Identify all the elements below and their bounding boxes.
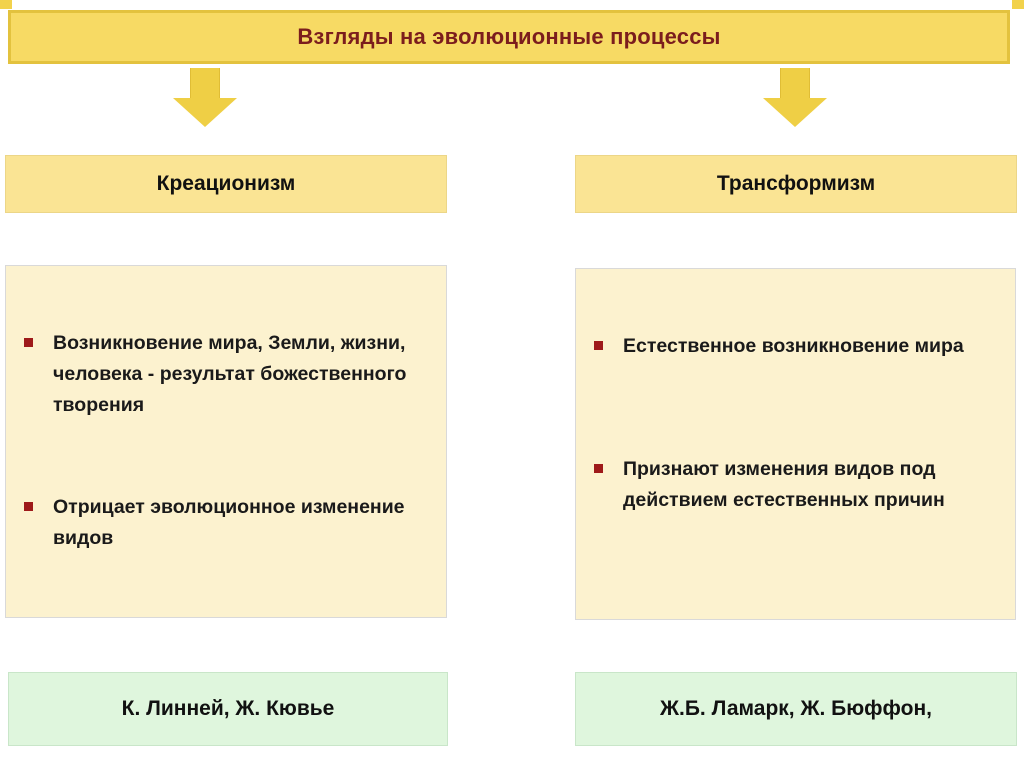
scientists-label: К. Линней, Ж. Кювье [121,697,335,720]
arrow-stem [190,68,220,98]
decor-corner-left [0,0,12,9]
bullet-text: Признают изменения видов под действием е… [623,458,945,512]
footer-box-creationism-scientists: К. Линней, Ж. Кювье [8,672,448,746]
bullet-square-icon [594,464,603,474]
scientists-label: Ж.Б. Ламарк, Ж. Бюффон, [660,697,932,720]
list-item: Признают изменения видов под действием е… [594,454,989,516]
bullet-square-icon [24,338,33,347]
bullet-square-icon [594,341,603,350]
content-box-transformism: Естественное возникновение мира Признают… [575,268,1016,620]
column-header-label: Трансформизм [716,172,876,195]
down-arrow-icon [173,68,237,128]
bullet-square-icon [24,501,33,511]
list-item: Возникновение мира, Земли, жизни, челове… [24,328,420,422]
page-title: Взгляды на эволюционные процессы [297,24,721,49]
bullet-text: Отрицает эволюционное изменение видов [53,495,405,549]
bullet-text: Естественное возникновение мира [623,335,964,357]
content-box-creationism: Возникновение мира, Земли, жизни, челове… [5,265,447,618]
bullet-list: Возникновение мира, Земли, жизни, челове… [6,266,446,554]
decor-corner-right [1012,0,1024,9]
down-arrow-icon [763,68,827,128]
header-box-creationism: Креационизм [5,155,447,213]
arrow-head [173,98,237,127]
arrow-head [763,98,827,127]
header-box-transformism: Трансформизм [575,155,1017,213]
bullet-text: Возникновение мира, Земли, жизни, челове… [53,332,407,417]
footer-box-transformism-scientists: Ж.Б. Ламарк, Ж. Бюффон, [575,672,1017,746]
title-bar: Взгляды на эволюционные процессы [8,10,1010,64]
list-item: Естественное возникновение мира [594,331,989,362]
arrow-stem [780,68,810,98]
list-item: Отрицает эволюционное изменение видов [24,492,420,554]
column-header-label: Креационизм [156,172,296,195]
bullet-list: Естественное возникновение мира Признают… [576,269,1015,517]
